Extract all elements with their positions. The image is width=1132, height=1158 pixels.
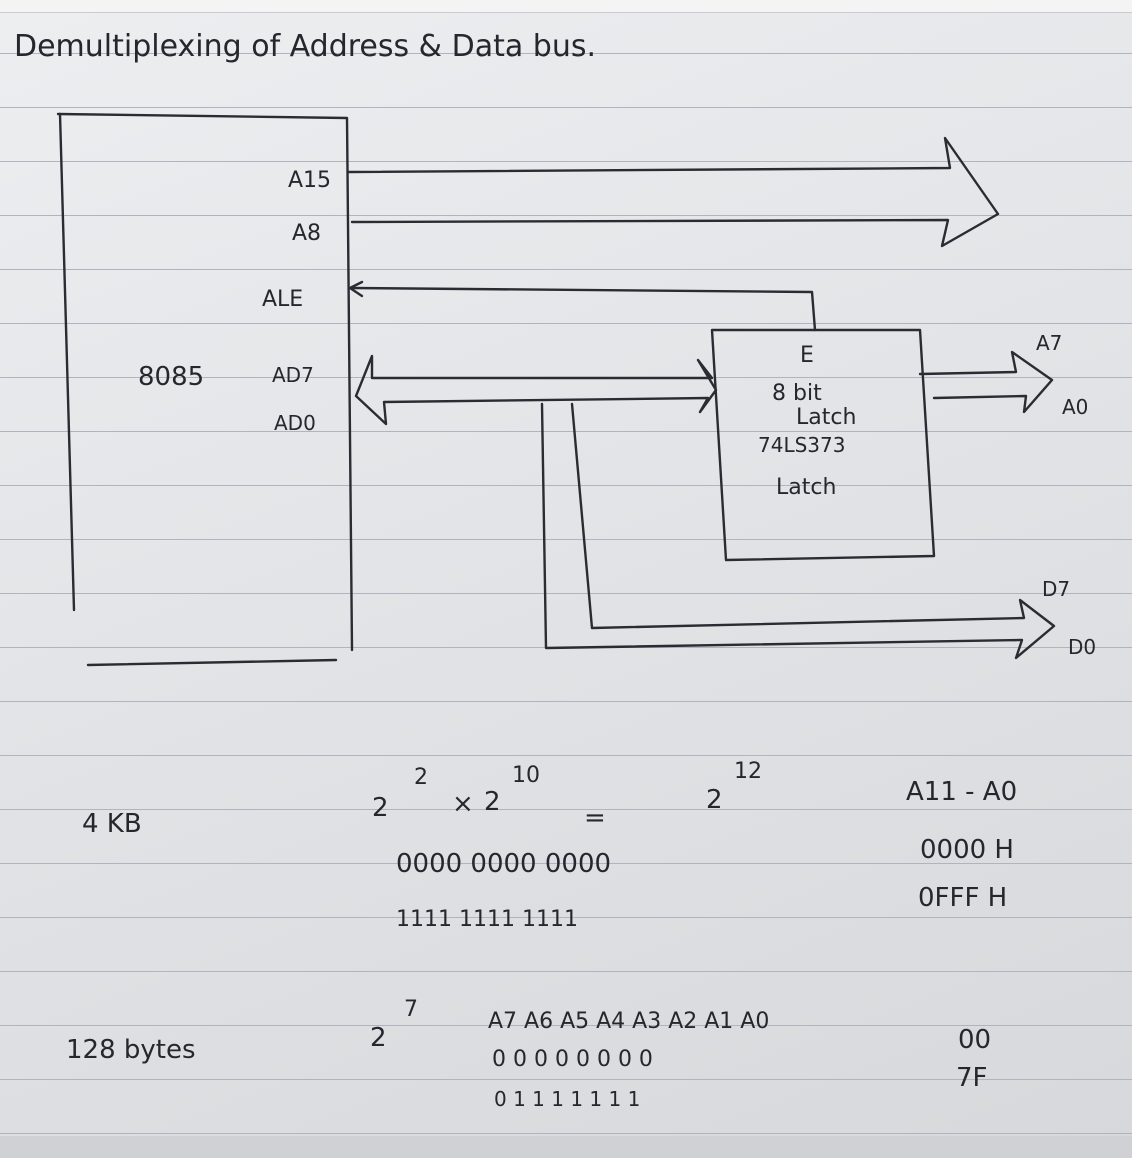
- latch-line-4: Latch: [776, 475, 836, 500]
- latch-chip-label: 74LS373: [758, 433, 845, 457]
- pin-a8-label: A8: [292, 221, 321, 246]
- pin-ad7-label: AD7: [272, 363, 314, 387]
- calc-4kb-label: 4 KB: [82, 809, 142, 839]
- page-title: Demultiplexing of Address & Data bus.: [14, 29, 596, 64]
- latch-line-2: Latch: [796, 405, 856, 430]
- pin-ad0-label: AD0: [274, 411, 316, 435]
- calc-128-base: 2: [370, 1023, 387, 1053]
- calc-4kb-end-address: 0FFF H: [918, 883, 1007, 913]
- calc-128-exp: 7: [404, 997, 418, 1022]
- calc-128-end-address: 7F: [956, 1063, 988, 1093]
- multiplexed-ad-bus-arrow: [356, 356, 716, 424]
- output-d7-label: D7: [1042, 577, 1070, 601]
- calc-128-label: 128 bytes: [66, 1035, 196, 1065]
- cpu-name-label: 8085: [138, 362, 204, 392]
- cpu-box-left: [60, 114, 74, 610]
- calc-4kb-exp-3: 12: [734, 759, 762, 784]
- calc-128-zeros: 0 0 0 0 0 0 0 0: [492, 1047, 653, 1072]
- output-a0-label: A0: [1062, 395, 1088, 419]
- latch-enable-label: E: [800, 343, 814, 368]
- calc-4kb-zeros: 0000 0000 0000: [396, 849, 611, 879]
- address-range-label: A11 - A0: [906, 777, 1017, 807]
- calc-4kb-exp-2: 10: [512, 763, 540, 788]
- calc-4kb-base-2: 2: [484, 787, 501, 817]
- output-a7-label: A7: [1036, 331, 1062, 355]
- pin-ale-label: ALE: [262, 287, 303, 312]
- cpu-box-bottom: [88, 660, 336, 665]
- calc-4kb-base-1: 2: [372, 793, 389, 823]
- calc-4kb-equals: =: [584, 803, 606, 833]
- output-d0-label: D0: [1068, 635, 1096, 659]
- low-address-bus-arrow: [920, 352, 1052, 412]
- calc-128-start-address: 00: [958, 1025, 991, 1055]
- pin-a15-label: A15: [288, 168, 331, 193]
- latch-line-1: 8 bit: [772, 381, 822, 406]
- ale-signal-line: [352, 288, 815, 330]
- calc-4kb-start-address: 0000 H: [920, 835, 1014, 865]
- calc-128-bit-names: A7 A6 A5 A4 A3 A2 A1 A0: [488, 1009, 769, 1034]
- calc-4kb-times: ×: [452, 789, 474, 819]
- calc-4kb-exp-1: 2: [414, 765, 428, 790]
- calc-4kb-ones: 1111 1111 1111: [396, 907, 578, 932]
- calc-4kb-base-3: 2: [706, 785, 723, 815]
- high-address-bus-arrow: [348, 138, 998, 246]
- calc-128-ones: 0 1 1 1 1 1 1 1: [494, 1087, 640, 1111]
